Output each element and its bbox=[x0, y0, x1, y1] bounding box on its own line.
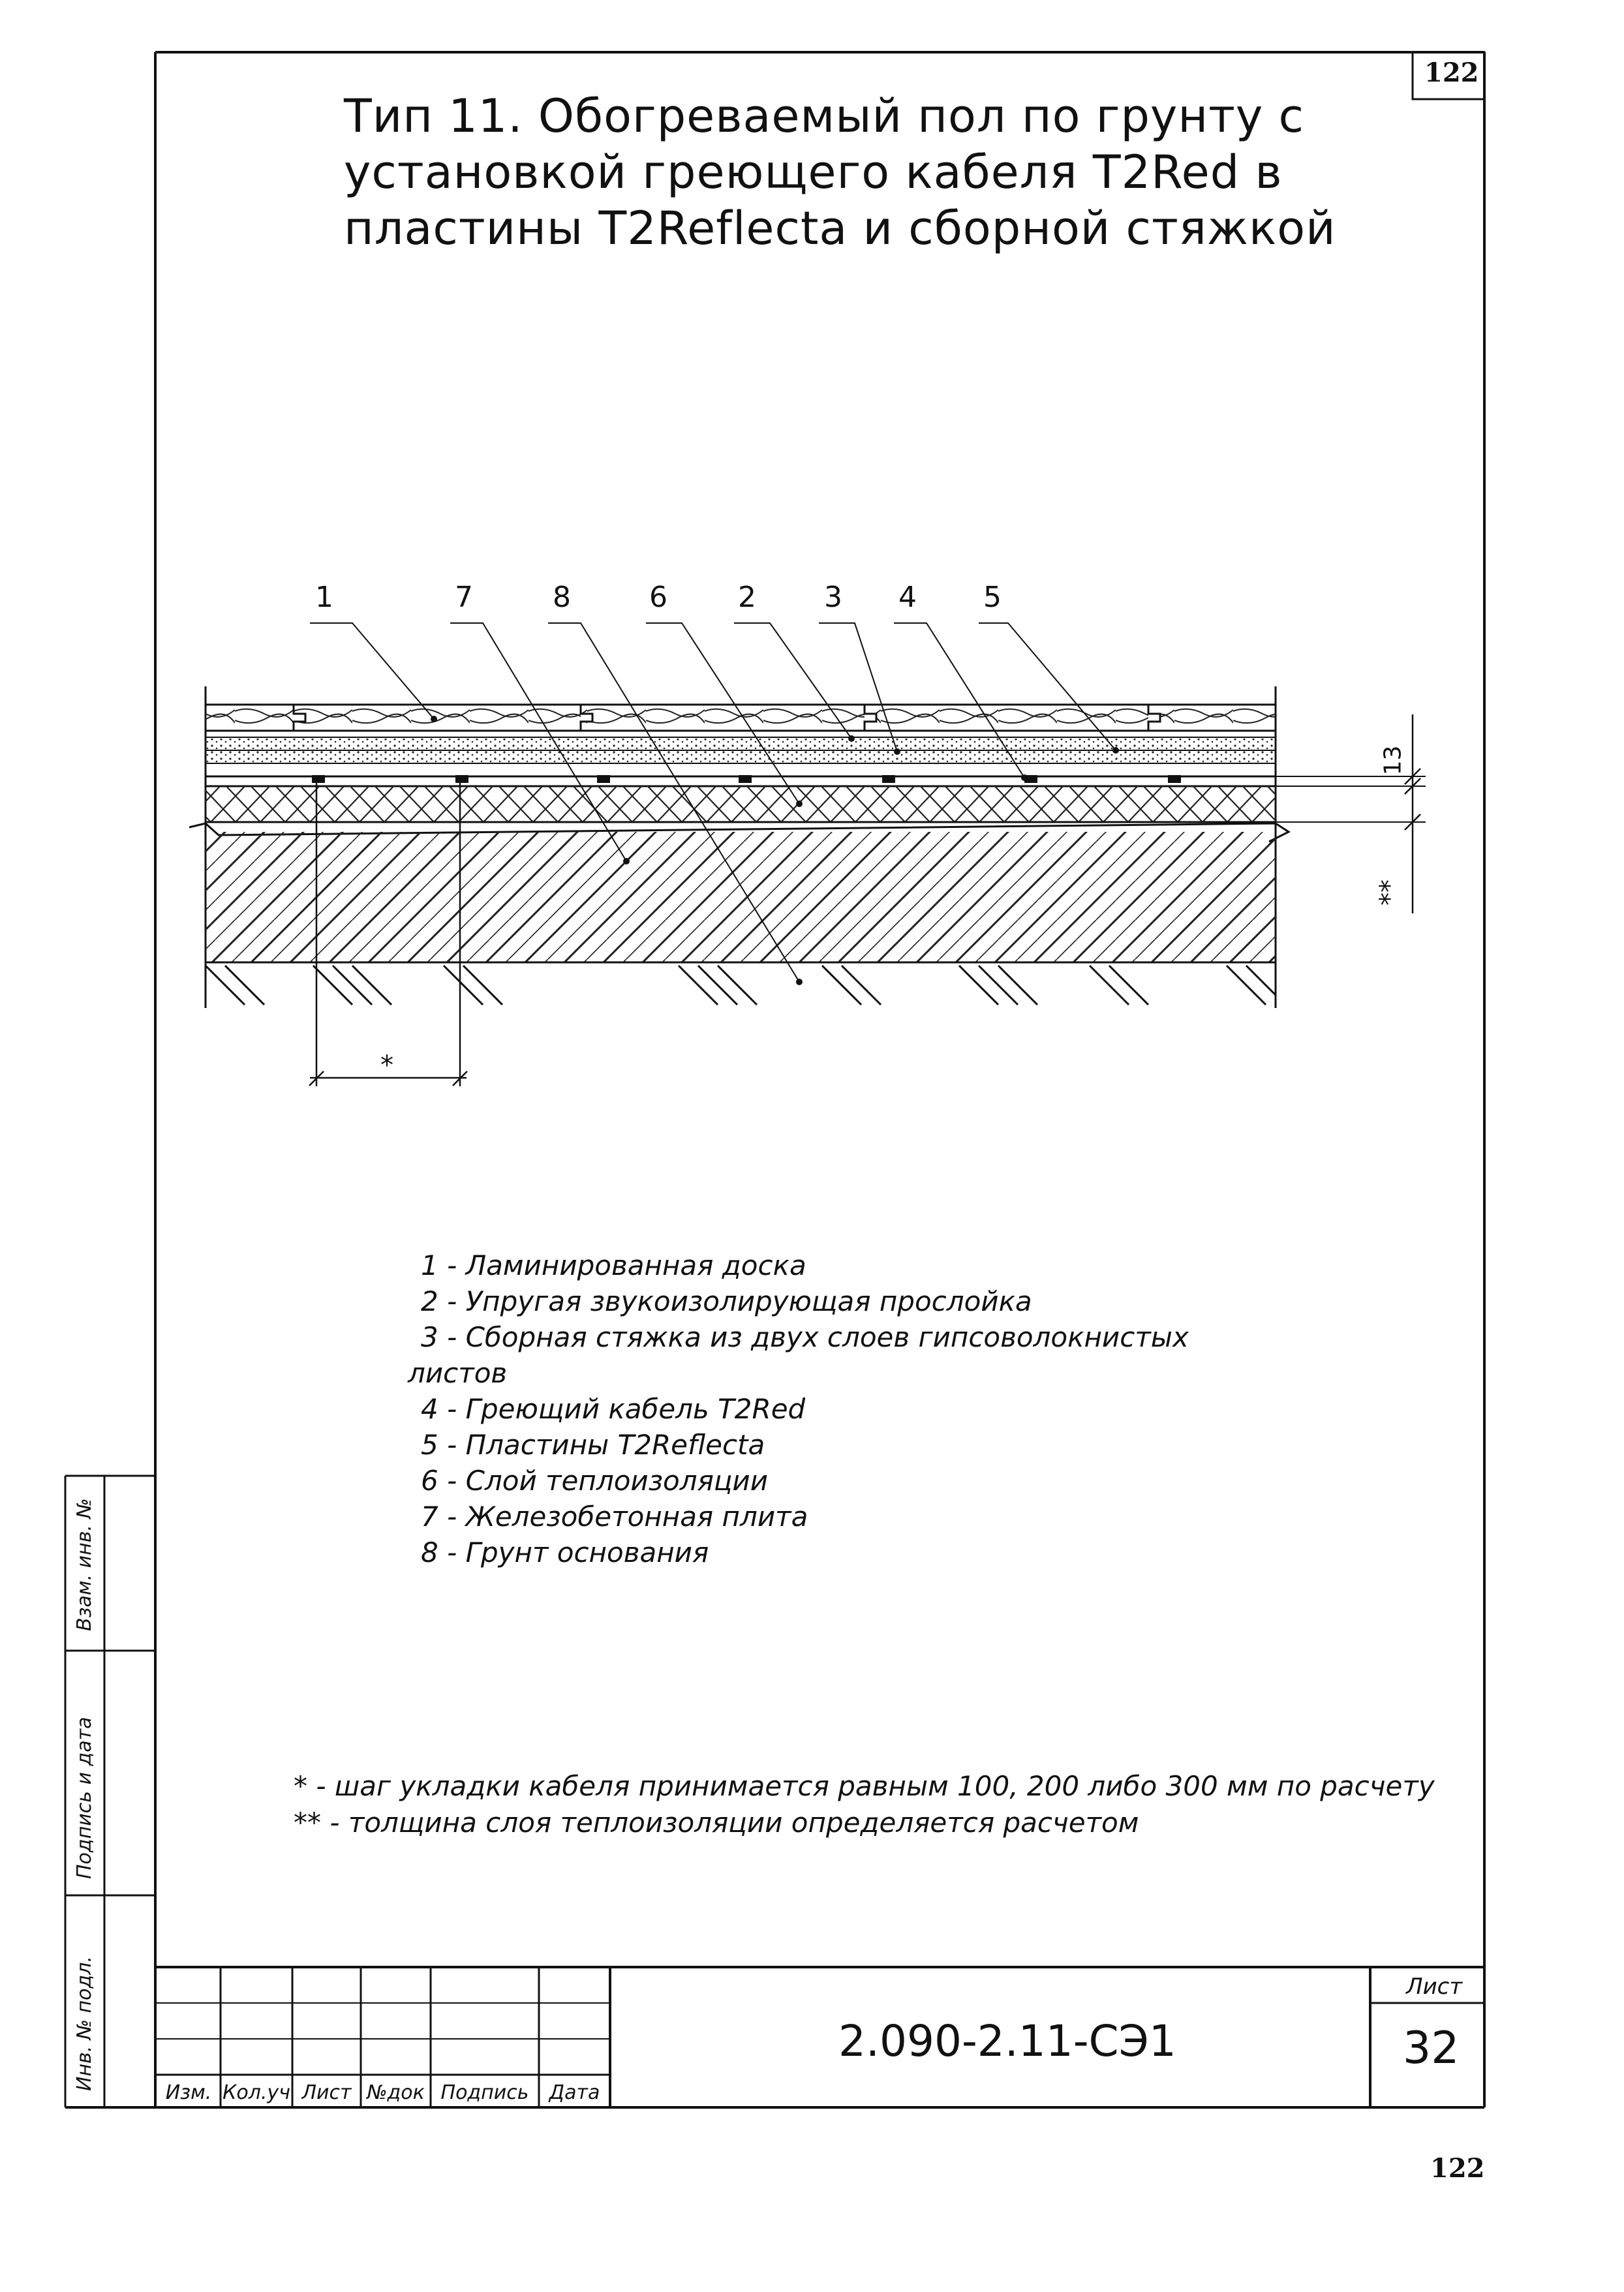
side-label-vzam: Взам. инв. № bbox=[73, 1498, 96, 1631]
legend-item-4: 4 - Греющий кабель T2Red bbox=[421, 1393, 806, 1425]
callout-5: 5 bbox=[983, 581, 1002, 614]
col-data: Дата bbox=[549, 2081, 600, 2104]
title-line-2: установкой греющего кабеля T2Red в bbox=[344, 145, 1283, 199]
col-izm: Изм. bbox=[165, 2081, 212, 2104]
sheet-number-top: 122 bbox=[1424, 57, 1479, 88]
legend-item-5: 5 - Пластины T2Reflecta bbox=[421, 1429, 765, 1461]
document-designation: 2.090-2.11-СЭ1 bbox=[838, 2016, 1176, 2066]
list-label: Лист bbox=[1406, 1974, 1463, 2000]
legend-item-3-cont: листов bbox=[408, 1357, 508, 1389]
callout-7: 7 bbox=[455, 581, 473, 614]
legend-item-2: 2 - Упругая звукоизолирующая прослойка bbox=[421, 1285, 1032, 1317]
side-label-podpis: Подпись и дата bbox=[73, 1717, 96, 1880]
sheet-number-bottom: 122 bbox=[1430, 2153, 1485, 2184]
note-pitch: * - шаг укладки кабеля принимается равны… bbox=[294, 1770, 1435, 1802]
legend-item-8: 8 - Грунт основания bbox=[421, 1536, 709, 1568]
callout-4: 4 bbox=[898, 581, 917, 614]
legend-item-6: 6 - Слой теплоизоляции bbox=[421, 1465, 769, 1497]
dimension-pitch: * bbox=[380, 1050, 393, 1080]
dimension-insulation: ** bbox=[1375, 879, 1405, 906]
callout-1: 1 bbox=[315, 581, 333, 614]
callout-2: 2 bbox=[738, 581, 756, 614]
legend-item-1: 1 - Ламинированная доска bbox=[421, 1249, 806, 1281]
list-number: 32 bbox=[1403, 2023, 1460, 2074]
title-line-1: Тип 11. Обогреваемый пол по грунту с bbox=[344, 89, 1305, 143]
legend-item-7: 7 - Железобетонная плита bbox=[421, 1501, 808, 1533]
col-podpis: Подпись bbox=[440, 2081, 529, 2104]
note-insulation: ** - толщина слоя теплоизоляции определя… bbox=[294, 1807, 1139, 1839]
legend-item-3: 3 - Сборная стяжка из двух слоев гипсово… bbox=[421, 1321, 1189, 1353]
col-ndok: №док bbox=[367, 2081, 425, 2104]
col-list: Лист bbox=[301, 2081, 352, 2104]
dimension-13: 13 bbox=[1379, 745, 1407, 776]
callout-6: 6 bbox=[649, 581, 667, 614]
callout-3: 3 bbox=[824, 581, 842, 614]
title-line-3: пластины T2Reflecta и сборной стяжкой bbox=[344, 202, 1336, 255]
callout-8: 8 bbox=[553, 581, 571, 614]
col-kol-uch: Кол.уч bbox=[222, 2081, 290, 2104]
side-label-inv: Инв. № подл. bbox=[73, 1956, 96, 2091]
